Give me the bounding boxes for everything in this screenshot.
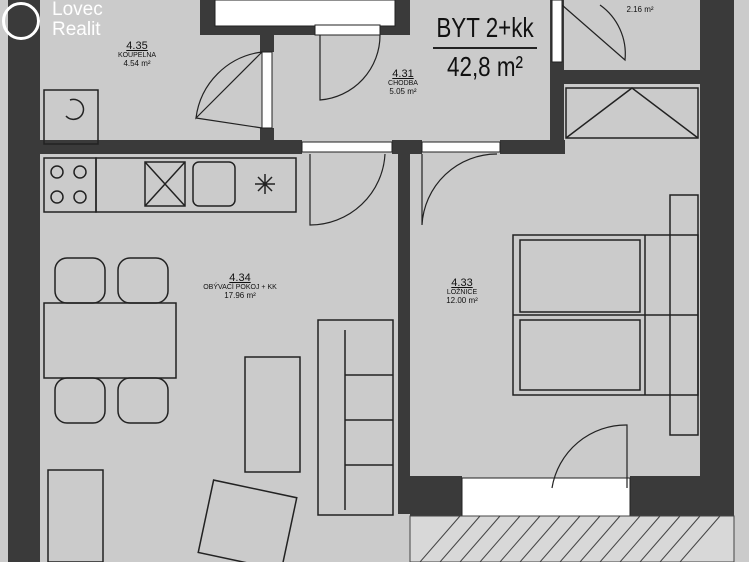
unit-area: 42,8 m² <box>447 51 523 82</box>
room-name: KOUPELNA <box>117 52 157 60</box>
room-label-obyvaci-pokoj: 4.34 OBÝVACÍ POKOJ + KK 17.96 m² <box>203 272 277 301</box>
room-area: 2.16 m² <box>626 5 654 14</box>
room-label-chodba: 4.31 CHODBA 5.05 m² <box>388 68 418 97</box>
door-openings <box>261 0 631 517</box>
room-number: 4.35 <box>126 40 148 52</box>
unit-title: BYT 2+kk 42,8 m² <box>420 12 550 83</box>
room-number: 4.34 <box>229 272 251 284</box>
room-name: CHODBA <box>388 80 418 88</box>
room-area: 5.05 m² <box>389 86 417 96</box>
unit-type: BYT 2+kk <box>433 12 537 49</box>
watermark-line1: Lovec <box>52 0 103 20</box>
room-area: 12.00 m² <box>446 295 478 305</box>
room-name: LOŽNICE <box>446 289 478 297</box>
watermark-line2: Realit <box>52 19 101 40</box>
room-number: 4.31 <box>392 68 414 80</box>
room-number: 4.33 <box>451 277 473 289</box>
room-label-koupelna: 4.35 KOUPELNA 4.54 m² <box>118 40 156 69</box>
room-name: OBÝVACÍ POKOJ + KK <box>203 284 277 292</box>
room-label-loznice: 4.33 LOŽNICE 12.00 m² <box>446 277 478 306</box>
room-label-top-right: 2.16 m² <box>626 5 654 15</box>
balcony-hatching <box>409 515 735 562</box>
furniture <box>43 87 699 562</box>
room-area: 17.96 m² <box>224 290 256 300</box>
room-area: 4.54 m² <box>123 58 151 68</box>
door-swings <box>195 4 628 489</box>
house-pin-icon <box>2 2 40 40</box>
